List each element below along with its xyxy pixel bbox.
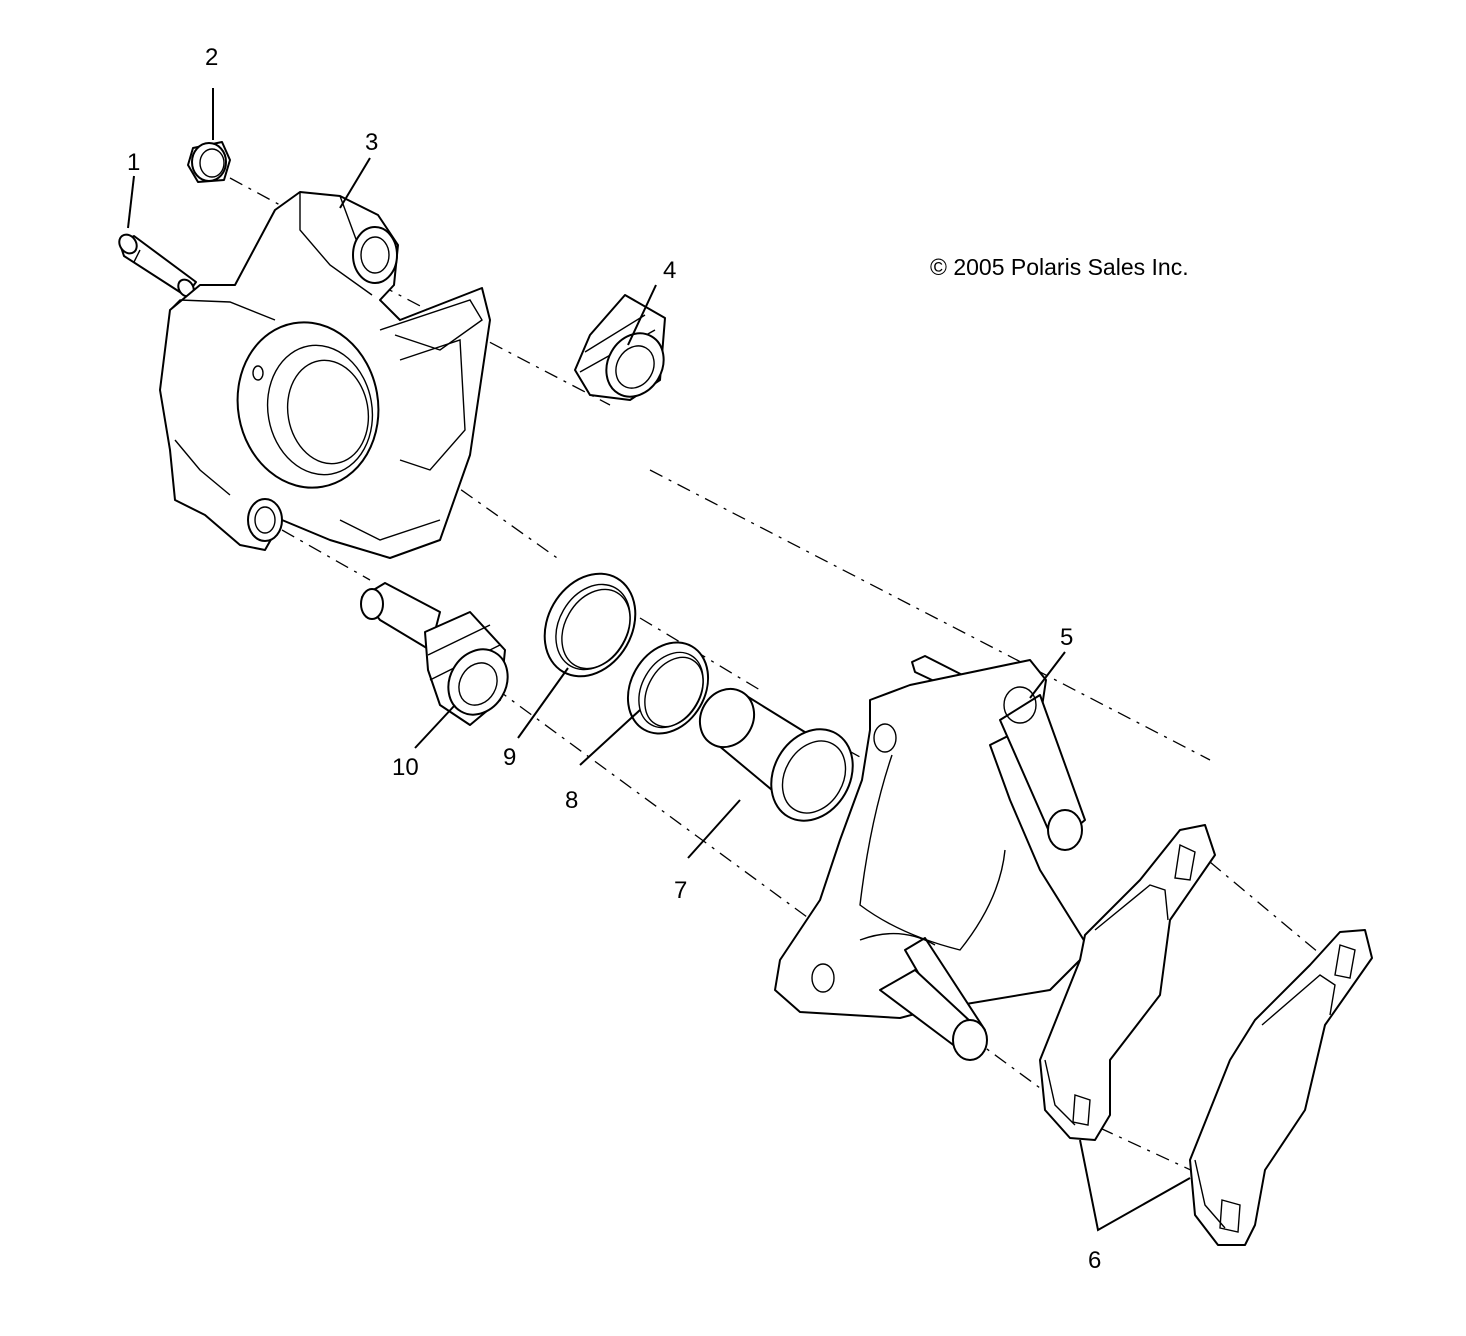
leader-4 — [627, 284, 657, 346]
caliper-bracket — [774, 655, 1091, 1061]
callout-9: 9 — [503, 744, 516, 771]
copyright-notice: © 2005 Polaris Sales Inc. — [930, 254, 1189, 280]
boot-upper — [574, 294, 666, 401]
piston — [698, 687, 854, 822]
centerline-lower-c — [1099, 1127, 1196, 1173]
callout-8: 8 — [565, 787, 578, 814]
callout-3: 3 — [365, 129, 378, 156]
callout-labels: 1 2 3 4 5 6 7 8 9 10 — [127, 44, 1101, 1274]
leader-8 — [579, 709, 641, 766]
callout-5: 5 — [1060, 624, 1073, 651]
centerline-upper-a — [379, 284, 611, 406]
ring-8 — [626, 641, 710, 735]
centerline-lower-a — [281, 529, 371, 581]
bleeder-cap — [187, 141, 231, 183]
leader-5 — [1029, 651, 1066, 699]
leader-3 — [339, 157, 371, 209]
leader-1 — [127, 175, 135, 229]
centerline-cap — [229, 177, 281, 206]
leader-10 — [414, 704, 456, 749]
callout-1: 1 — [127, 149, 140, 176]
ring-9 — [543, 572, 637, 678]
callout-10: 10 — [392, 754, 419, 781]
guide-pin-with-boot — [360, 582, 509, 726]
centerline-upper-c — [1209, 861, 1326, 959]
brake-pad-1 — [1039, 824, 1216, 1141]
leader-9 — [517, 667, 569, 739]
caliper-body — [159, 191, 491, 559]
centerline-upper-b — [649, 469, 1211, 761]
bleeder-screw — [118, 233, 197, 298]
leader-7 — [687, 799, 741, 859]
callout-6: 6 — [1088, 1247, 1101, 1274]
leader-6 — [1079, 1139, 1191, 1232]
callout-2: 2 — [205, 44, 218, 71]
callout-7: 7 — [674, 877, 687, 904]
callout-4: 4 — [663, 257, 676, 284]
brake-pad-2 — [1189, 929, 1373, 1246]
leader-lines — [127, 88, 1191, 1232]
